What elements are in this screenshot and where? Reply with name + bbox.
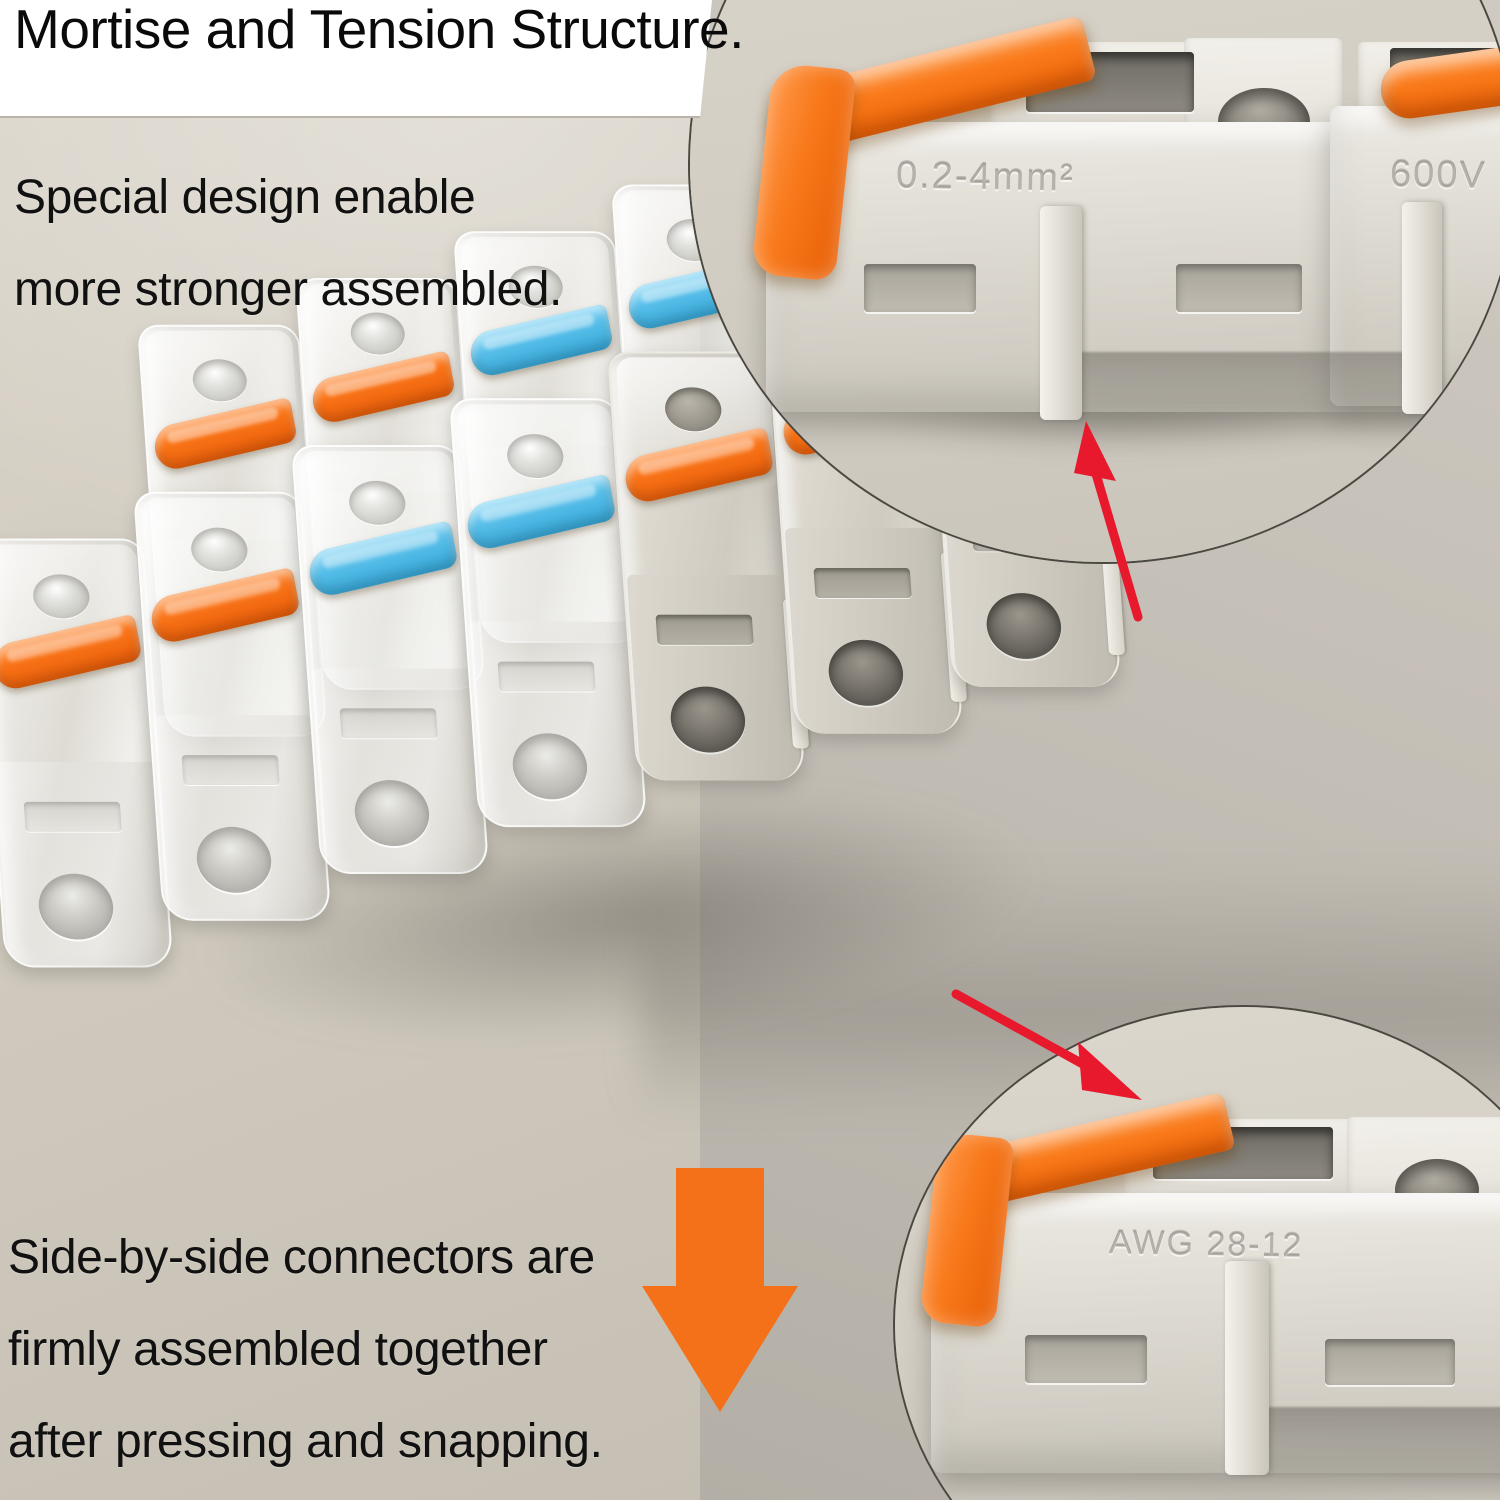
mortise-slot xyxy=(497,661,596,692)
page-title: Mortise and Tension Structure. xyxy=(14,0,744,60)
emboss-wire-gauge-awg: AWG 28-12 xyxy=(1108,1223,1304,1265)
caption-bottom-line-1: Side-by-side connectors are xyxy=(8,1231,595,1284)
caption-top-line-2: more stronger assembled. xyxy=(14,263,562,316)
red-arrow-down xyxy=(951,989,1142,1100)
wire-entry-hole xyxy=(668,686,748,753)
caption-bottom: Side-by-side connectors are firmly assem… xyxy=(8,1212,603,1488)
caption-bottom-line-3: after pressing and snapping. xyxy=(8,1415,603,1468)
caption-top-line-1: Special design enable xyxy=(14,171,476,224)
front-slot-right xyxy=(1176,264,1302,312)
caption-top: Special design enable more stronger asse… xyxy=(14,152,562,336)
emboss-wire-gauge-metric: 0.2-4mm² xyxy=(895,154,1075,200)
tenon-rib-right xyxy=(1402,202,1442,414)
mortise-undercut xyxy=(1080,352,1410,418)
header-band xyxy=(0,0,712,118)
mortise-slot xyxy=(23,801,122,832)
tenon-detail-inset: AWG 28-12 xyxy=(893,1005,1500,1500)
inset-connector-shadow xyxy=(925,1477,1500,1500)
tenon-rib xyxy=(1225,1261,1269,1475)
wire-entry-hole xyxy=(826,639,906,706)
wire-entry-hole xyxy=(352,780,432,847)
mortise-slot xyxy=(655,614,754,645)
mortise-slot xyxy=(339,708,438,739)
emboss-voltage: 600V xyxy=(1389,153,1488,197)
wire-entry-hole xyxy=(510,733,590,800)
front-slot-left xyxy=(1025,1335,1147,1383)
tenon-rib-left xyxy=(1040,206,1082,420)
caption-bottom-line-2: firmly assembled together xyxy=(8,1323,548,1376)
tenon-undercut xyxy=(1255,1407,1500,1477)
wire-entry-hole xyxy=(36,873,116,940)
red-arrow-up xyxy=(1074,421,1143,622)
front-slot-right xyxy=(1325,1339,1455,1385)
mortise-slot xyxy=(813,568,912,598)
front-slot-left xyxy=(864,264,976,312)
mortise-slot xyxy=(181,755,280,786)
wire-entry-hole xyxy=(984,593,1064,659)
orange-arrow-down xyxy=(642,1168,798,1412)
wire-entry-hole xyxy=(194,826,274,893)
